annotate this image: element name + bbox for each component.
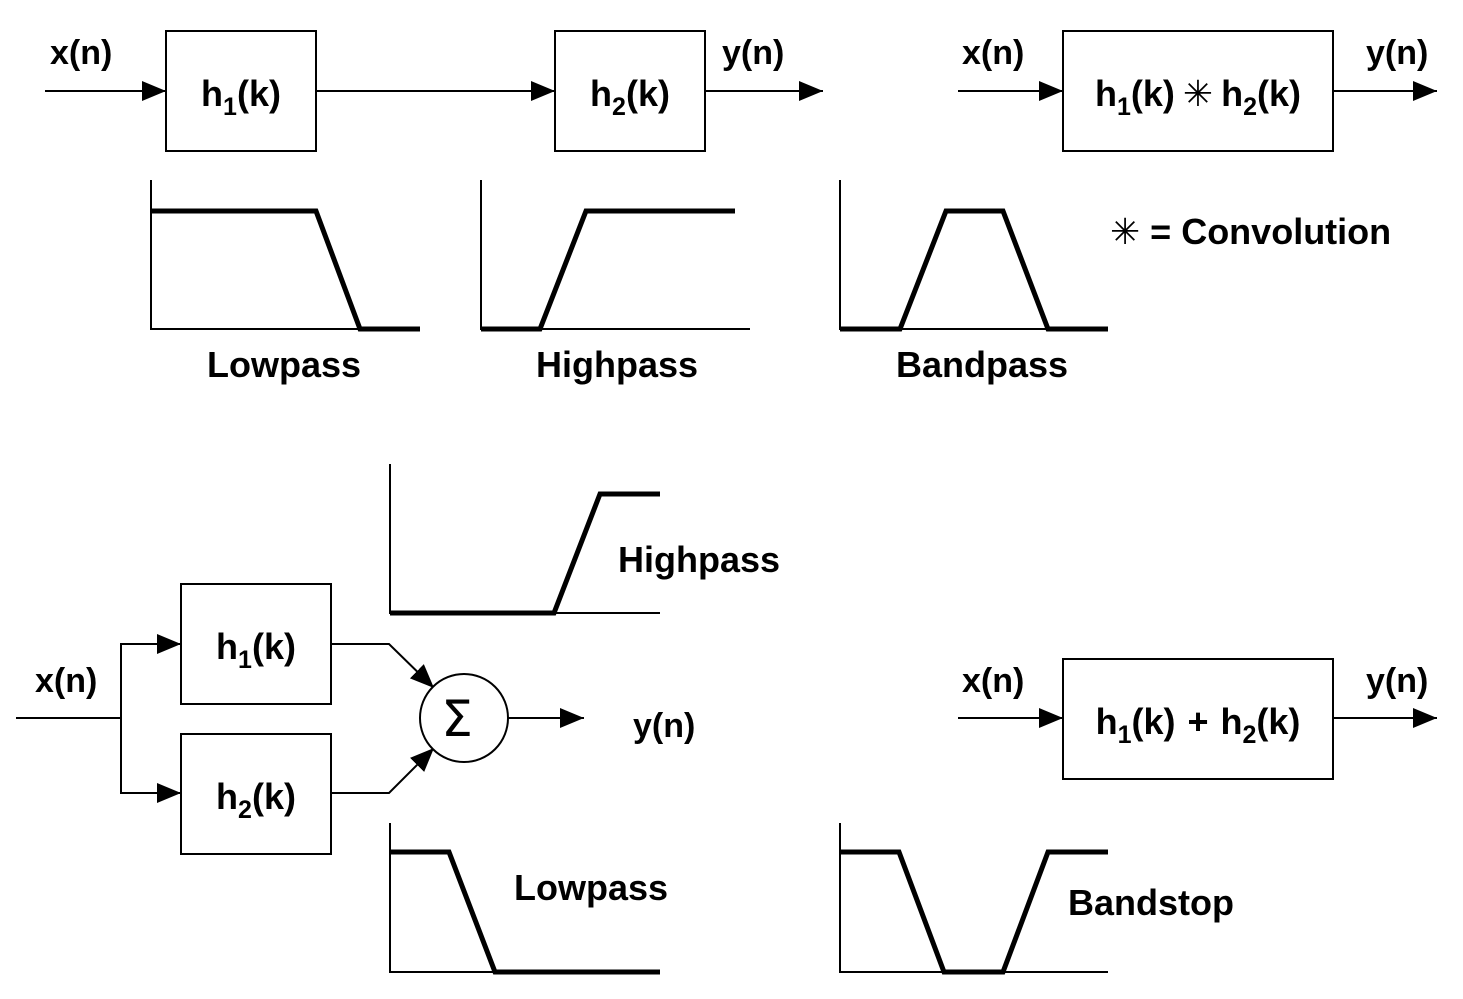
lowpass-bottom-label: Lowpass xyxy=(514,867,668,908)
sum-output-label: y(n) xyxy=(1366,662,1428,700)
parallel-lower-branch xyxy=(120,718,181,803)
lowpass-top-axes xyxy=(150,180,420,330)
highpass-response-bottom: Highpass xyxy=(389,464,780,616)
lowpass-top-label: Lowpass xyxy=(207,344,361,385)
conv-block-label: h1(k)✳h2(k) xyxy=(1095,73,1301,121)
parallel-h1-label: h1(k) xyxy=(216,626,296,674)
conv-block xyxy=(1062,30,1334,152)
bandpass-axes xyxy=(839,180,1108,330)
cascade-h1-label: h1(k) xyxy=(201,73,281,121)
parallel-diagram: x(n) h1(k) h2(k) Σ y(n) xyxy=(16,583,695,855)
bandstop-response: Bandstop xyxy=(839,823,1234,975)
bandpass-response: Bandpass xyxy=(839,180,1108,385)
lowpass-bottom-curve xyxy=(390,849,660,975)
highpass-top-label: Highpass xyxy=(536,344,698,385)
parallel-upper-branch xyxy=(120,634,181,718)
bandpass-curve xyxy=(840,208,1108,332)
bandpass-label: Bandpass xyxy=(896,344,1068,385)
conv-input-label: x(n) xyxy=(962,34,1024,72)
convolution-symbol: ✳ xyxy=(1110,211,1140,252)
lowpass-response-bottom: Lowpass xyxy=(389,823,668,975)
parallel-input-label: x(n) xyxy=(35,662,97,700)
sum-equivalent-diagram: x(n) h1(k)+h2(k) y(n) xyxy=(958,658,1437,780)
conv-output-label: y(n) xyxy=(1366,34,1428,72)
parallel-h2-to-sum xyxy=(331,747,435,794)
highpass-top-curve xyxy=(481,208,735,332)
sum-input-label: x(n) xyxy=(962,662,1024,700)
parallel-h2-label: h2(k) xyxy=(216,776,296,824)
cascade-diagram: x(n) h1(k) h2(k) y(n) xyxy=(45,30,823,152)
bandstop-curve xyxy=(840,849,1108,975)
bandstop-label: Bandstop xyxy=(1068,882,1234,923)
highpass-response-top: Highpass xyxy=(480,180,750,385)
convolution-equivalent-diagram: x(n) h1(k)✳h2(k) y(n) xyxy=(958,30,1437,152)
parallel-h1-to-sum xyxy=(331,643,435,689)
bandstop-axes xyxy=(839,823,1108,973)
highpass-bottom-label: Highpass xyxy=(618,539,780,580)
cascade-input-label: x(n) xyxy=(50,34,112,72)
summer-sigma-icon: Σ xyxy=(441,690,473,748)
parallel-output-label: y(n) xyxy=(633,707,695,745)
sum-block-label: h1(k)+h2(k) xyxy=(1096,701,1301,749)
sum-block xyxy=(1062,658,1334,780)
parallel-h1-block xyxy=(180,583,332,705)
highpass-bottom-curve xyxy=(390,491,660,616)
lowpass-top-curve xyxy=(151,208,420,332)
cascade-h2-label: h2(k) xyxy=(590,73,670,121)
highpass-top-axes xyxy=(480,180,750,330)
convolution-legend: ✳= Convolution xyxy=(1110,211,1391,252)
lowpass-response-top: Lowpass xyxy=(150,180,420,385)
cascade-h2-block xyxy=(554,30,706,152)
parallel-h2-block xyxy=(180,733,332,855)
cascade-output-label: y(n) xyxy=(722,34,784,72)
